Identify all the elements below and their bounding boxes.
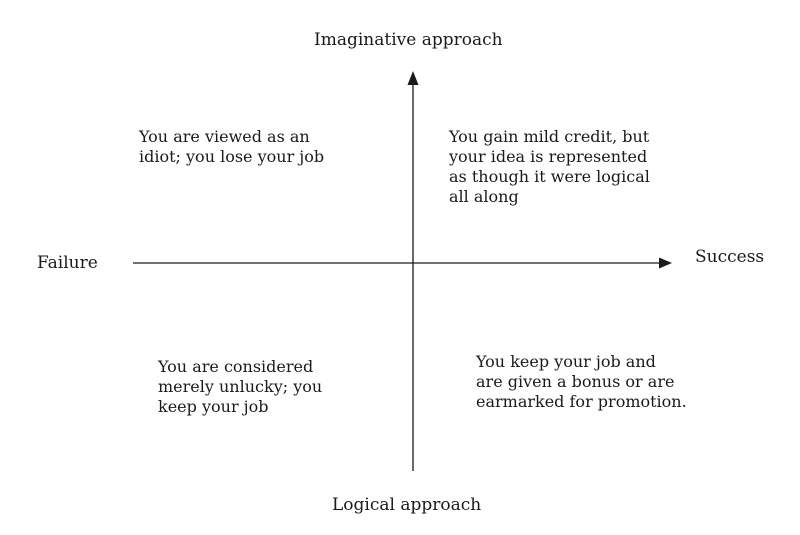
quadrant-top-right: You gain mild credit, but your idea is r…: [449, 127, 650, 206]
quadrant-top-left: You are viewed as an idiot; you lose you…: [139, 127, 325, 166]
axis-label-left: Failure: [37, 253, 98, 273]
horizontal-axis-arrowhead: [659, 257, 672, 269]
axis-label-bottom: Logical approach: [332, 495, 482, 515]
vertical-axis-arrowhead: [407, 71, 419, 85]
axis-label-top: Imaginative approach: [314, 30, 503, 50]
quadrant-bottom-right: You keep your job and are given a bonus …: [476, 352, 687, 411]
axis-label-right: Success: [695, 247, 765, 267]
quadrant-bottom-left: You are considered merely unlucky; you k…: [158, 357, 323, 416]
